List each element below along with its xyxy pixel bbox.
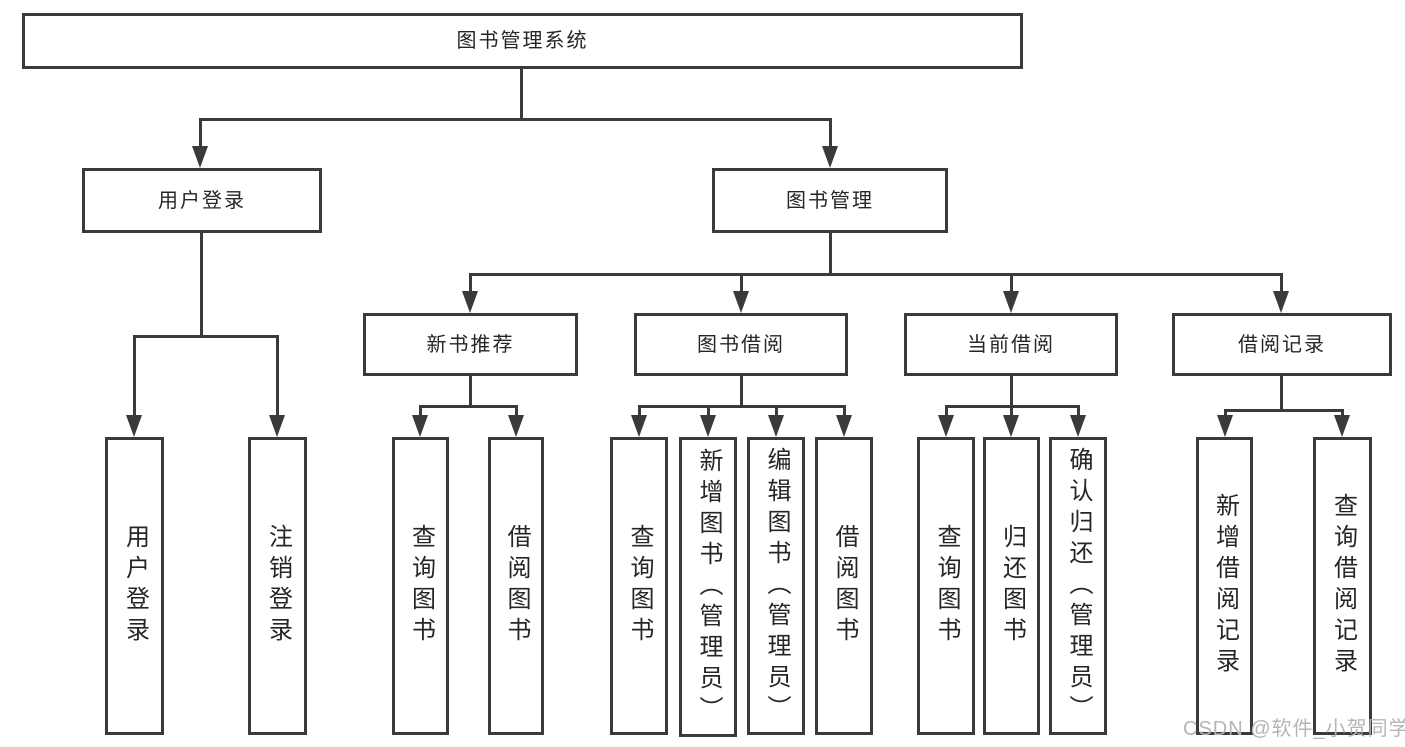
node-book-borrowing: 图书借阅 — [634, 313, 848, 376]
connector-line — [707, 405, 710, 415]
connector-arrowhead-icon — [733, 291, 749, 313]
connector-line — [469, 273, 1283, 276]
node-user-login: 用户登录 — [82, 168, 322, 233]
connector-line — [469, 376, 472, 405]
node-book-management: 图书管理 — [712, 168, 948, 233]
watermark: CSDN @软件_小贺同学 — [1183, 718, 1405, 740]
connector-line — [1280, 376, 1283, 409]
connector-line — [520, 69, 523, 118]
connector-line — [843, 405, 846, 415]
connector-line — [775, 405, 778, 415]
connector-line — [1224, 409, 1227, 415]
connector-line — [133, 335, 136, 415]
connector-line — [419, 405, 518, 408]
connector-line — [1224, 409, 1344, 412]
connector-arrowhead-icon — [126, 415, 142, 437]
connector-arrowhead-icon — [1070, 415, 1086, 437]
leaf-borrow-books-1: 借阅图书 — [488, 437, 544, 735]
connector-line — [1010, 273, 1013, 291]
leaf-return-books: 归还图书 — [983, 437, 1040, 735]
leaf-confirm-return-admin: 确认归还（管理员） — [1049, 437, 1107, 735]
connector-line — [740, 376, 743, 405]
leaf-query-books-1: 查询图书 — [392, 437, 449, 735]
connector-line — [1341, 409, 1344, 415]
connector-line — [829, 233, 832, 273]
connector-line — [469, 273, 472, 291]
node-root: 图书管理系统 — [22, 13, 1023, 69]
connector-line — [638, 405, 641, 415]
connector-arrowhead-icon — [700, 415, 716, 437]
leaf-add-borrow-record: 新增借阅记录 — [1196, 437, 1253, 735]
leaf-logout: 注销登录 — [248, 437, 307, 735]
connector-line — [133, 335, 279, 338]
node-borrowing-records: 借阅记录 — [1172, 313, 1392, 376]
leaf-query-borrow-record: 查询借阅记录 — [1313, 437, 1372, 735]
connector-arrowhead-icon — [192, 146, 208, 168]
leaf-edit-books-admin: 编辑图书（管理员） — [747, 437, 805, 735]
connector-line — [945, 405, 948, 415]
connector-line — [1077, 405, 1080, 415]
connector-line — [200, 233, 203, 335]
connector-arrowhead-icon — [412, 415, 428, 437]
connector-line — [276, 335, 279, 415]
connector-line — [638, 405, 846, 408]
connector-arrowhead-icon — [822, 146, 838, 168]
connector-line — [1280, 273, 1283, 291]
leaf-add-books-admin: 新增图书（管理员） — [679, 437, 737, 737]
connector-arrowhead-icon — [508, 415, 524, 437]
connector-arrowhead-icon — [1003, 415, 1019, 437]
connector-line — [1010, 376, 1013, 405]
leaf-query-books-2: 查询图书 — [610, 437, 668, 735]
leaf-query-books-3: 查询图书 — [917, 437, 975, 735]
connector-arrowhead-icon — [631, 415, 647, 437]
connector-arrowhead-icon — [1003, 291, 1019, 313]
connector-arrowhead-icon — [768, 415, 784, 437]
connector-arrowhead-icon — [1273, 291, 1289, 313]
connector-line — [419, 405, 422, 415]
node-new-book-recommend: 新书推荐 — [363, 313, 578, 376]
connector-line — [740, 273, 743, 291]
connector-arrowhead-icon — [269, 415, 285, 437]
connector-line — [1010, 405, 1013, 415]
connector-line — [199, 118, 202, 146]
leaf-user-login: 用户登录 — [105, 437, 164, 735]
connector-line — [515, 405, 518, 415]
connector-arrowhead-icon — [462, 291, 478, 313]
connector-arrowhead-icon — [1217, 415, 1233, 437]
leaf-borrow-books-2: 借阅图书 — [815, 437, 873, 735]
connector-arrowhead-icon — [1334, 415, 1350, 437]
connector-line — [199, 118, 832, 121]
connector-line — [829, 118, 832, 146]
node-current-borrowing: 当前借阅 — [904, 313, 1118, 376]
connector-arrowhead-icon — [938, 415, 954, 437]
connector-arrowhead-icon — [836, 415, 852, 437]
